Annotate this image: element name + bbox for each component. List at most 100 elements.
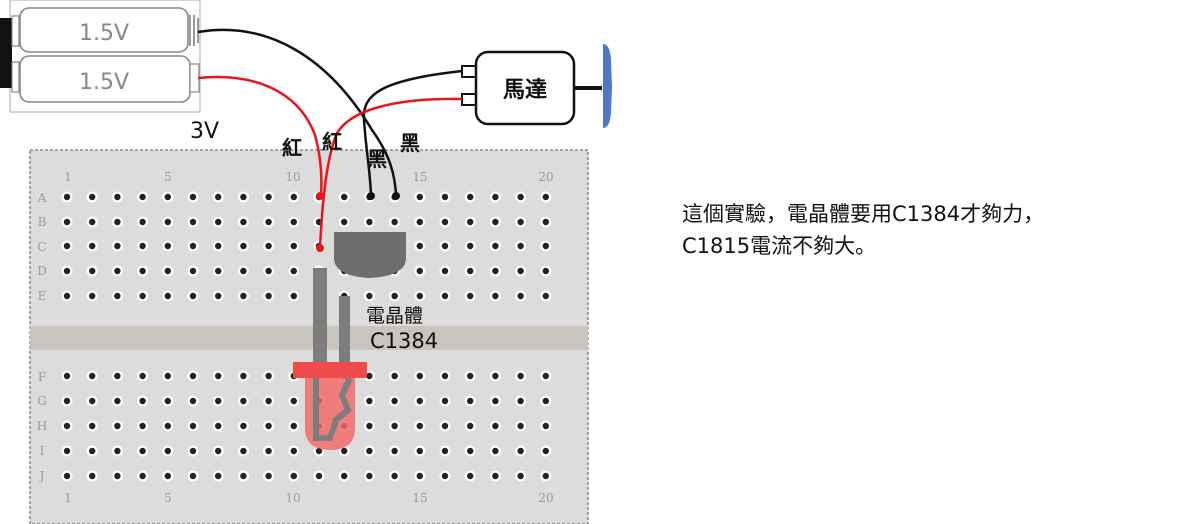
breadboard-hole-center	[441, 372, 449, 380]
breadboard-hole-center	[467, 397, 474, 405]
breadboard-hole-center	[441, 218, 449, 226]
breadboard-hole-center	[517, 193, 524, 201]
breadboard-hole-center	[391, 372, 398, 380]
column-number: 20	[538, 491, 553, 505]
breadboard-hole-center	[215, 218, 222, 226]
breadboard-hole-center	[265, 422, 272, 430]
breadboard-hole-center	[517, 447, 524, 455]
breadboard-hole-center	[492, 242, 499, 250]
breadboard-hole-center	[290, 242, 297, 250]
breadboard-hole-center	[240, 372, 247, 380]
breadboard-hole-center	[139, 218, 146, 226]
breadboard-hole-center	[315, 447, 323, 455]
breadboard-hole-center	[139, 292, 146, 300]
breadboard-hole-center	[542, 193, 549, 201]
breadboard-hole-center	[240, 472, 247, 480]
breadboard-hole-center	[63, 218, 71, 226]
breadboard-hole-center	[265, 218, 272, 226]
transistor-body	[334, 232, 406, 278]
breadboard-hole-center	[63, 447, 71, 455]
wire-end	[392, 192, 400, 200]
red-wire	[197, 75, 323, 196]
breadboard-hole-center	[240, 242, 247, 250]
breadboard-hole-center	[341, 472, 348, 480]
led	[293, 268, 367, 450]
breadboard-hole-center	[517, 218, 524, 226]
breadboard-hole-center	[366, 447, 373, 455]
breadboard-hole-center	[114, 372, 121, 380]
breadboard-hole-center	[139, 472, 146, 480]
breadboard-hole-center	[391, 292, 398, 300]
row-letter: A	[37, 191, 47, 205]
breadboard-hole-center	[542, 397, 549, 405]
breadboard-hole-center	[164, 372, 171, 380]
breadboard-hole-center	[366, 422, 373, 430]
breadboard-hole-center	[164, 422, 171, 430]
breadboard-hole-center	[164, 193, 171, 201]
breadboard-hole-center	[416, 193, 423, 201]
breadboard-hole-center	[240, 397, 247, 405]
row-letter: G	[37, 394, 47, 408]
breadboard-hole-center	[164, 292, 171, 300]
breadboard-hole-center	[89, 193, 96, 201]
breadboard-hole-center	[215, 372, 222, 380]
breadboard-hole-center	[189, 292, 197, 300]
column-number: 5	[164, 170, 172, 184]
breadboard-hole-center	[215, 242, 222, 250]
breadboard-hole-center	[215, 397, 222, 405]
battery-label: 1.5V	[79, 21, 129, 46]
breadboard-hole-center	[89, 397, 96, 405]
breadboard-hole-center	[492, 372, 499, 380]
breadboard-hole-center	[391, 472, 398, 480]
wire-end	[316, 244, 324, 252]
breadboard-hole-center	[492, 218, 499, 226]
breadboard-hole-center	[441, 193, 449, 201]
row-letter: I	[40, 444, 45, 458]
column-numbers-bottom: 1 5 10 15 20	[64, 491, 553, 505]
breadboard-hole-center	[114, 193, 121, 201]
breadboard-hole-center	[89, 372, 96, 380]
breadboard-hole-center	[441, 267, 449, 275]
breadboard-hole-center	[391, 397, 398, 405]
column-number: 10	[285, 491, 300, 505]
row-letter: F	[38, 370, 46, 384]
column-number: 1	[64, 491, 72, 505]
battery-pack: 1.5V 1.5V	[0, 0, 201, 113]
breadboard: 1 5 10 15 20 1 5 10 15 20 A B C D E F G …	[29, 149, 589, 524]
breadboard-hole-center	[366, 372, 373, 380]
motor: 馬達	[461, 44, 612, 128]
breadboard-hole-center	[341, 447, 348, 455]
column-number: 10	[285, 170, 300, 184]
row-letter: J	[38, 469, 45, 483]
breadboard-hole-center	[215, 267, 222, 275]
breadboard-hole-center	[89, 422, 96, 430]
breadboard-hole-center	[492, 472, 499, 480]
breadboard-hole-center	[89, 267, 96, 275]
led-rim	[293, 362, 367, 378]
led-leg	[313, 268, 327, 372]
breadboard-hole-center	[441, 292, 449, 300]
breadboard-hole-center	[240, 267, 247, 275]
breadboard-hole-center	[492, 267, 499, 275]
breadboard-hole-center	[441, 397, 449, 405]
breadboard-hole-center	[189, 372, 197, 380]
breadboard-hole-center	[391, 447, 398, 455]
wire-label-black: 黑	[400, 131, 420, 155]
breadboard-hole-center	[114, 242, 121, 250]
wire-end	[316, 192, 324, 200]
breadboard-hole-center	[290, 447, 297, 455]
breadboard-hole-center	[240, 193, 247, 201]
breadboard-hole-center	[542, 372, 549, 380]
breadboard-hole-center	[240, 218, 247, 226]
breadboard-hole-center	[114, 397, 121, 405]
black-wire	[362, 69, 463, 196]
battery-total-label: 3V	[190, 119, 219, 144]
breadboard-hole-center	[114, 218, 121, 226]
breadboard-hole-center	[416, 472, 423, 480]
breadboard-hole-center	[63, 193, 71, 201]
breadboard-hole-center	[164, 218, 171, 226]
breadboard-hole-center	[89, 292, 96, 300]
breadboard-hole-center	[341, 218, 348, 226]
breadboard-hole-center	[215, 447, 222, 455]
breadboard-hole-center	[290, 292, 297, 300]
